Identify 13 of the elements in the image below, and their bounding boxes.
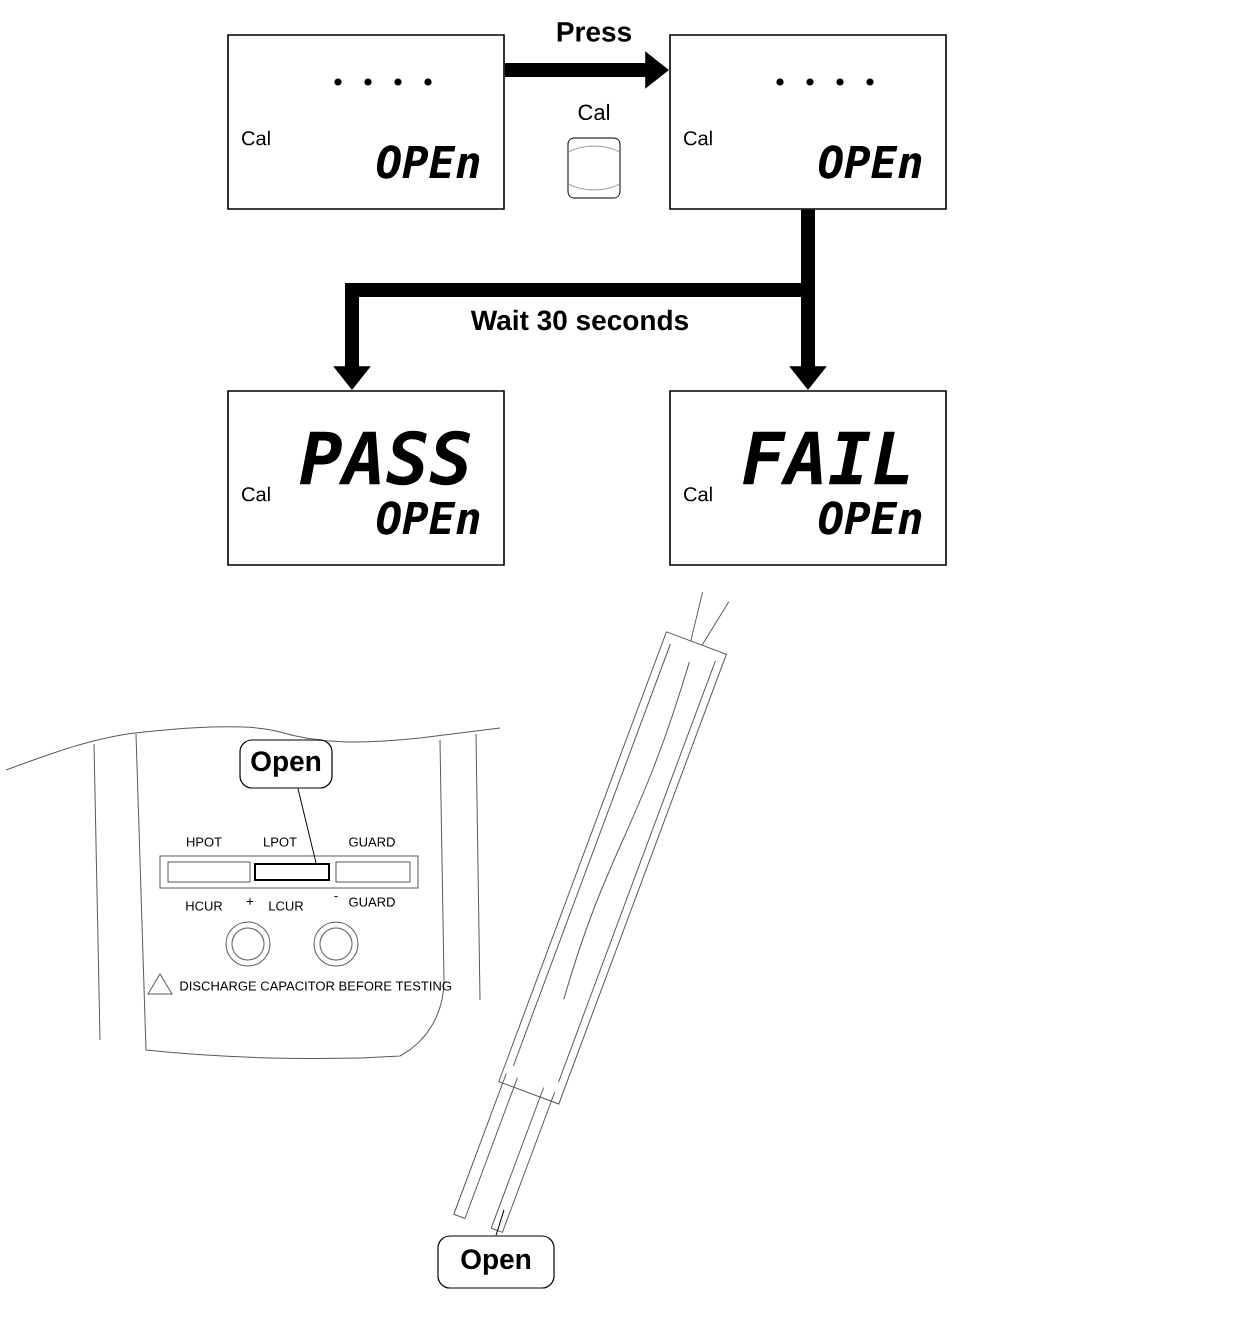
- lcd-display: Cal FAIL OPEn: [669, 390, 947, 566]
- cal-button: Cal: [567, 103, 621, 199]
- lcd-display: Cal OPEn: [227, 34, 505, 210]
- terminal-socket: [254, 863, 330, 881]
- callout-bubble: Open: [239, 739, 333, 789]
- edge-label: Wait 30 seconds: [468, 307, 692, 333]
- edge-label: Press: [553, 20, 635, 44]
- leader-line: [297, 788, 317, 864]
- lcd-display: Cal PASS OPEn: [227, 390, 505, 566]
- lcd-display: Cal OPEn: [669, 34, 947, 210]
- node-label: Cal: [578, 103, 610, 121]
- callout-bubble: Open: [437, 1235, 555, 1289]
- leader-line: [495, 1209, 505, 1236]
